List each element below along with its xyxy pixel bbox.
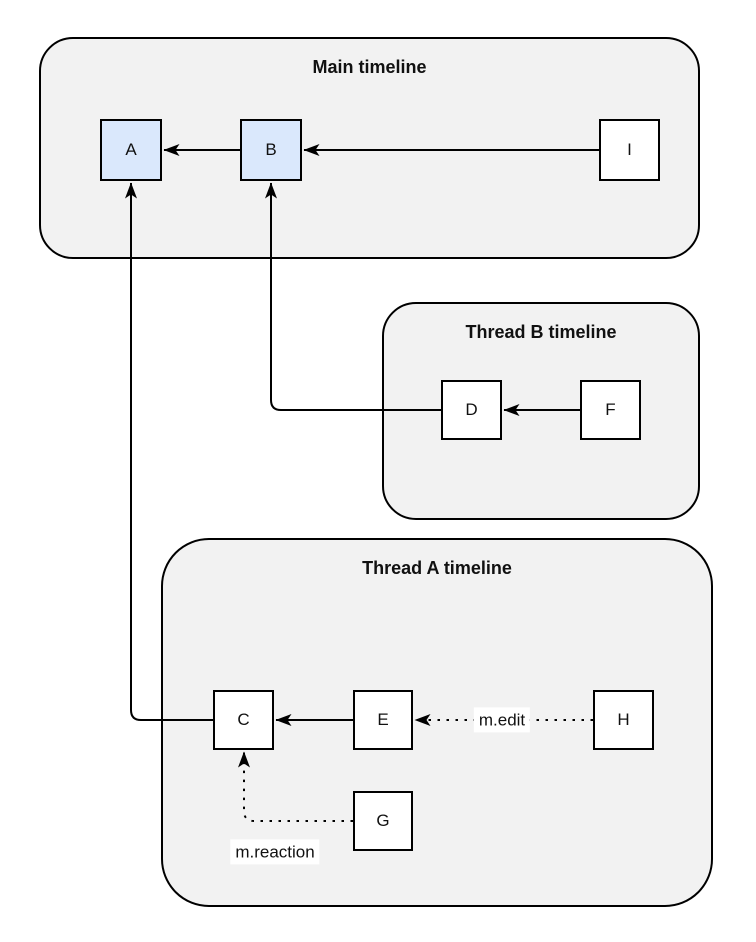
event-node-label-E: E — [377, 710, 389, 729]
event-node-F: F — [580, 380, 641, 440]
event-node-label-D: D — [465, 400, 478, 419]
event-node-C: C — [213, 690, 274, 750]
event-node-E: E — [353, 690, 413, 750]
event-node-label-B: B — [265, 140, 277, 159]
event-node-label-G: G — [376, 811, 390, 830]
event-node-label-H: H — [617, 710, 630, 729]
edge-label-edge-h-to-e: m.edit — [473, 707, 531, 733]
container-title-thread-b-timeline: Thread B timeline — [465, 322, 617, 342]
event-node-label-C: C — [237, 710, 250, 729]
event-node-label-I: I — [627, 140, 632, 159]
container-title-thread-a-timeline: Thread A timeline — [362, 558, 512, 578]
container-title-main-timeline: Main timeline — [312, 57, 427, 77]
event-node-label-F: F — [605, 400, 616, 419]
edge-label-edge-g-to-c: m.reaction — [230, 839, 320, 865]
event-node-label-A: A — [125, 140, 137, 159]
event-node-G: G — [353, 791, 413, 851]
event-node-I: I — [599, 119, 660, 181]
event-node-H: H — [593, 690, 654, 750]
event-node-A: A — [100, 119, 162, 181]
event-node-D: D — [441, 380, 502, 440]
event-node-B: B — [240, 119, 302, 181]
